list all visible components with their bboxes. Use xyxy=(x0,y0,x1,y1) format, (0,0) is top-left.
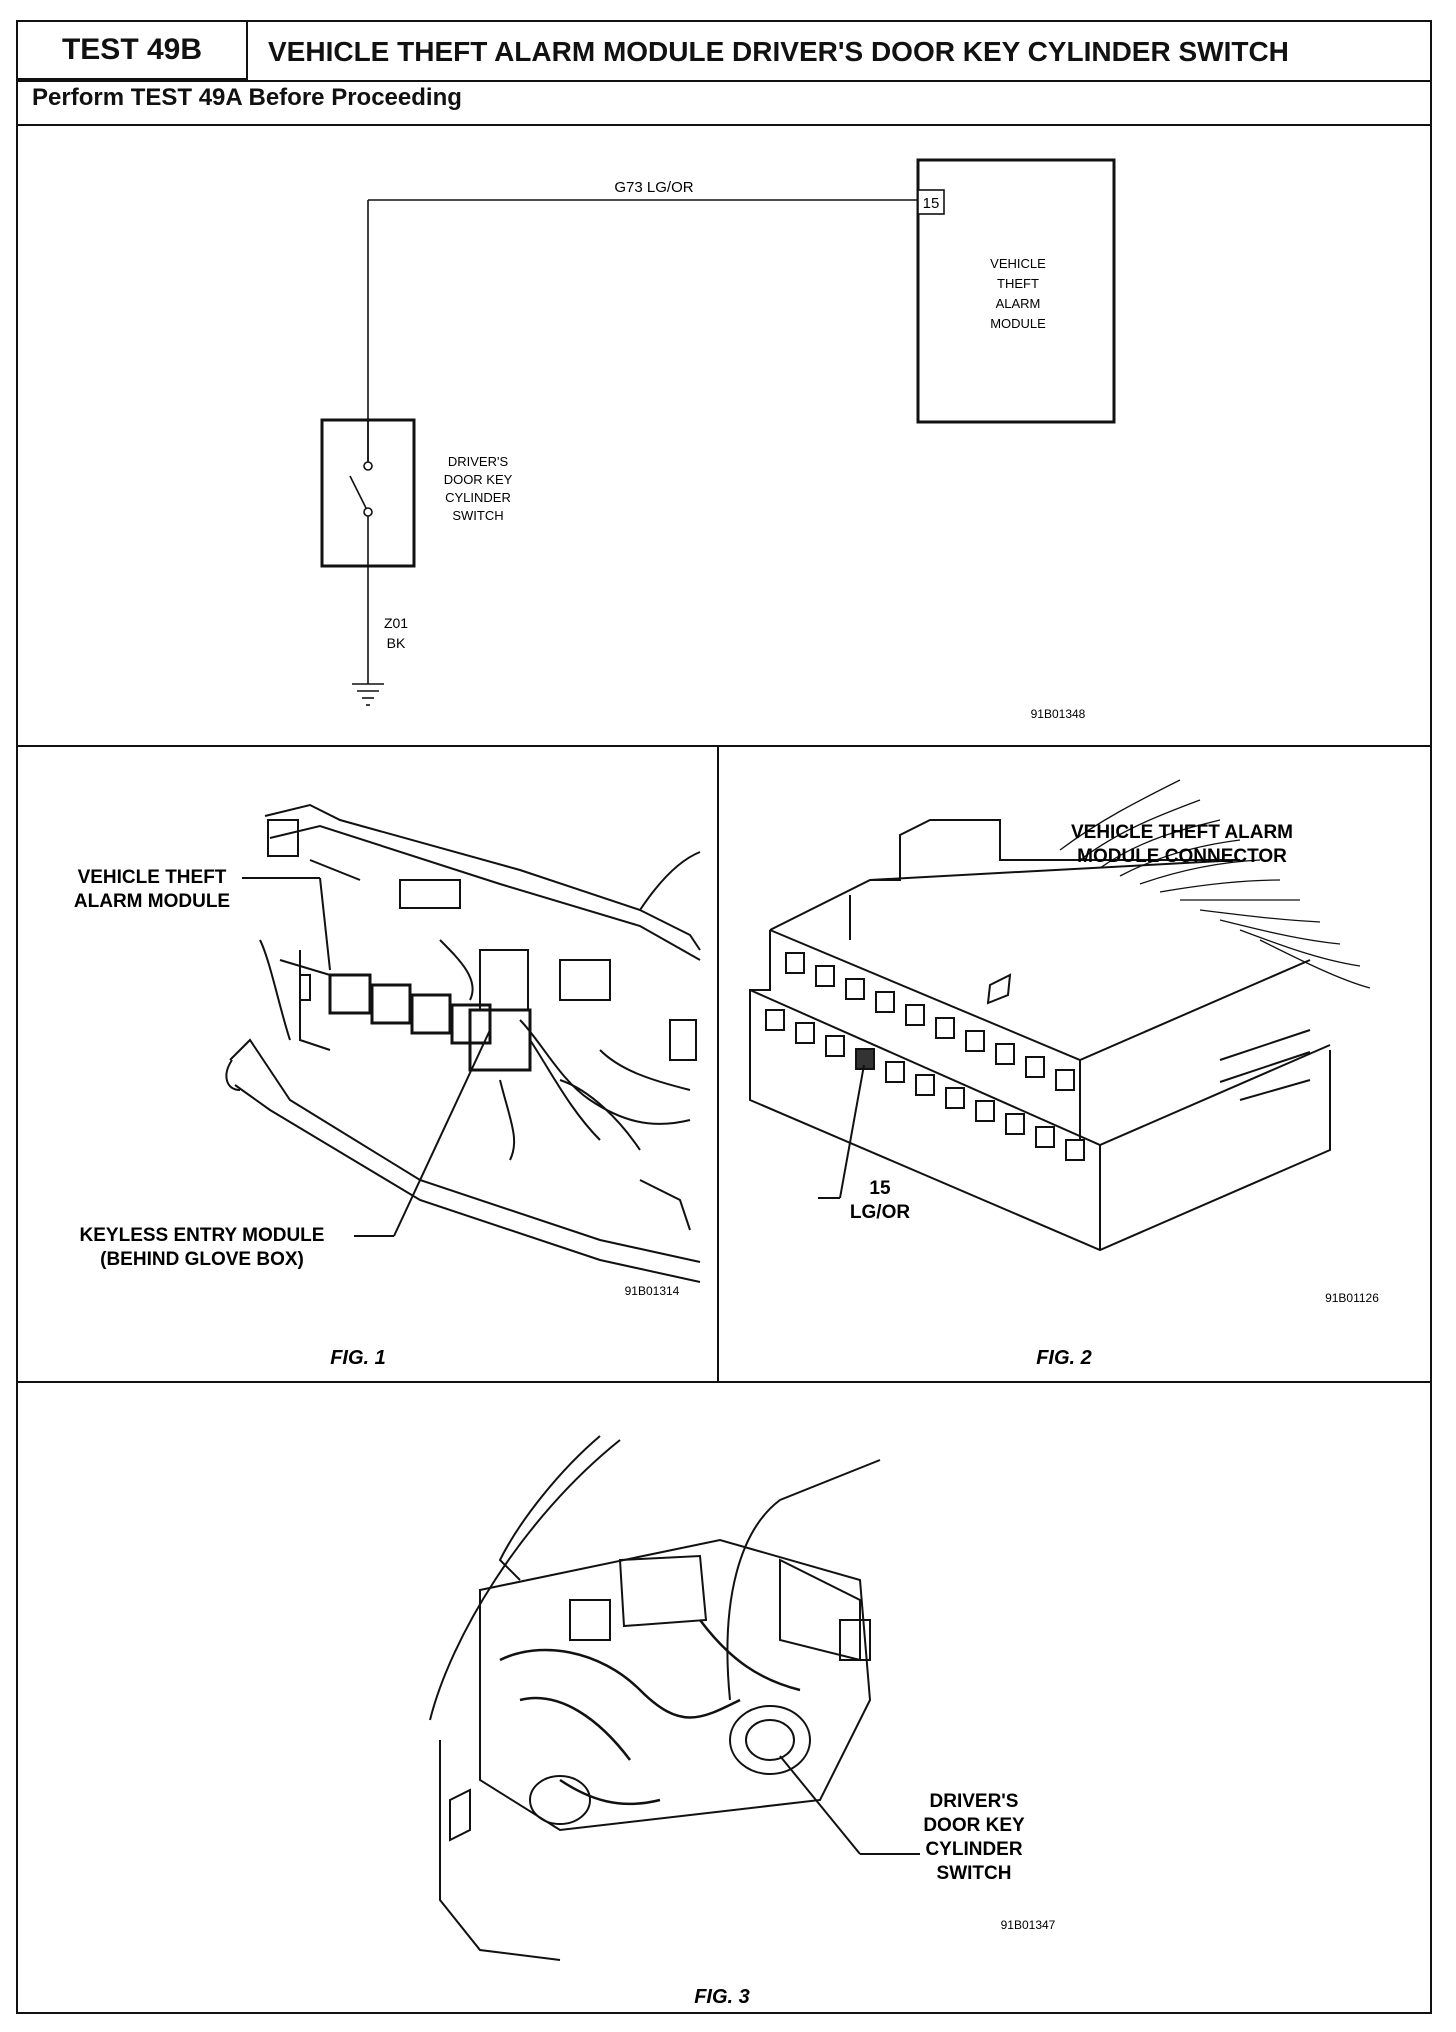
switch-arm xyxy=(349,475,367,509)
callout-connector-line1: VEHICLE THEFT ALARM xyxy=(1071,822,1293,843)
test-page: TEST 49B VEHICLE THEFT ALARM MODULE DRIV… xyxy=(16,20,1432,2014)
module-label-4: MODULE xyxy=(990,316,1046,331)
fig2-connector-illustration xyxy=(749,779,1371,1252)
prerequisite-note: Perform TEST 49A Before Proceeding xyxy=(32,84,462,111)
callout-switch-line1: DRIVER'S xyxy=(930,1791,1019,1812)
schematic-figure-id: 91B01348 xyxy=(1031,707,1086,721)
module-label-3: ALARM xyxy=(996,296,1041,311)
switch-label-2: DOOR KEY xyxy=(444,472,513,487)
callout-module-line1: VEHICLE THEFT xyxy=(78,867,227,888)
switch-contact-bottom xyxy=(363,507,373,517)
pin-15-box xyxy=(917,189,945,215)
fig3-callouts: DRIVER'S DOOR KEY CYLINDER SWITCH 91B013… xyxy=(694,1755,1056,2008)
fig1-caption: FIG. 1 xyxy=(330,1347,386,1369)
callout-keyless-line2: (BEHIND GLOVE BOX) xyxy=(100,1249,304,1270)
module-label-1: VEHICLE xyxy=(990,256,1046,271)
pin-15-label: 15 xyxy=(923,195,940,212)
callout-keyless-line1: KEYLESS ENTRY MODULE xyxy=(80,1225,325,1246)
fig3-caption: FIG. 3 xyxy=(694,1986,750,2008)
header-divider xyxy=(18,80,1430,82)
switch-contact-top xyxy=(363,461,373,471)
wiring-schematic: G73 LG/OR 15 VEHICLE THEFT ALARM MODULE … xyxy=(320,158,1116,721)
switch-label-4: SWITCH xyxy=(452,508,503,523)
test-label: TEST 49B xyxy=(18,22,248,80)
callout-pin-15: 15 xyxy=(869,1178,891,1199)
fig2-callouts: VEHICLE THEFT ALARM MODULE CONNECTOR 15 … xyxy=(818,822,1379,1369)
callout-connector-line2: MODULE CONNECTOR xyxy=(1077,846,1287,867)
callout-switch-line2: DOOR KEY xyxy=(923,1815,1025,1836)
callout-pin-color: LG/OR xyxy=(850,1202,910,1223)
fig1-callouts: VEHICLE THEFT ALARM MODULE KEYLESS ENTRY… xyxy=(74,867,680,1369)
fig1-figure-id: 91B01314 xyxy=(625,1284,680,1298)
callout-module-line2: ALARM MODULE xyxy=(74,891,230,912)
module-label-2: THEFT xyxy=(997,276,1039,291)
wire-g73-label: G73 LG/OR xyxy=(614,179,693,196)
subheader-divider xyxy=(18,124,1430,126)
ground-wire-label-1: Z01 xyxy=(384,615,408,631)
theft-alarm-module-box xyxy=(916,158,1116,424)
test-title: VEHICLE THEFT ALARM MODULE DRIVER'S DOOR… xyxy=(268,36,1289,67)
switch-label-3: CYLINDER xyxy=(445,490,511,505)
fig2-caption: FIG. 2 xyxy=(1036,1347,1092,1369)
fig3-figure-id: 91B01347 xyxy=(1001,1918,1056,1932)
switch-label-1: DRIVER'S xyxy=(448,454,509,469)
ground-wire-label-2: BK xyxy=(387,635,406,651)
callout-switch-line4: SWITCH xyxy=(937,1863,1012,1884)
fig1-dashboard-illustration xyxy=(225,803,701,1283)
fig2-figure-id: 91B01126 xyxy=(1325,1291,1379,1305)
fig3-door-illustration xyxy=(429,1435,881,1961)
ground-symbol-icon xyxy=(352,683,384,706)
callout-switch-line3: CYLINDER xyxy=(925,1839,1022,1860)
